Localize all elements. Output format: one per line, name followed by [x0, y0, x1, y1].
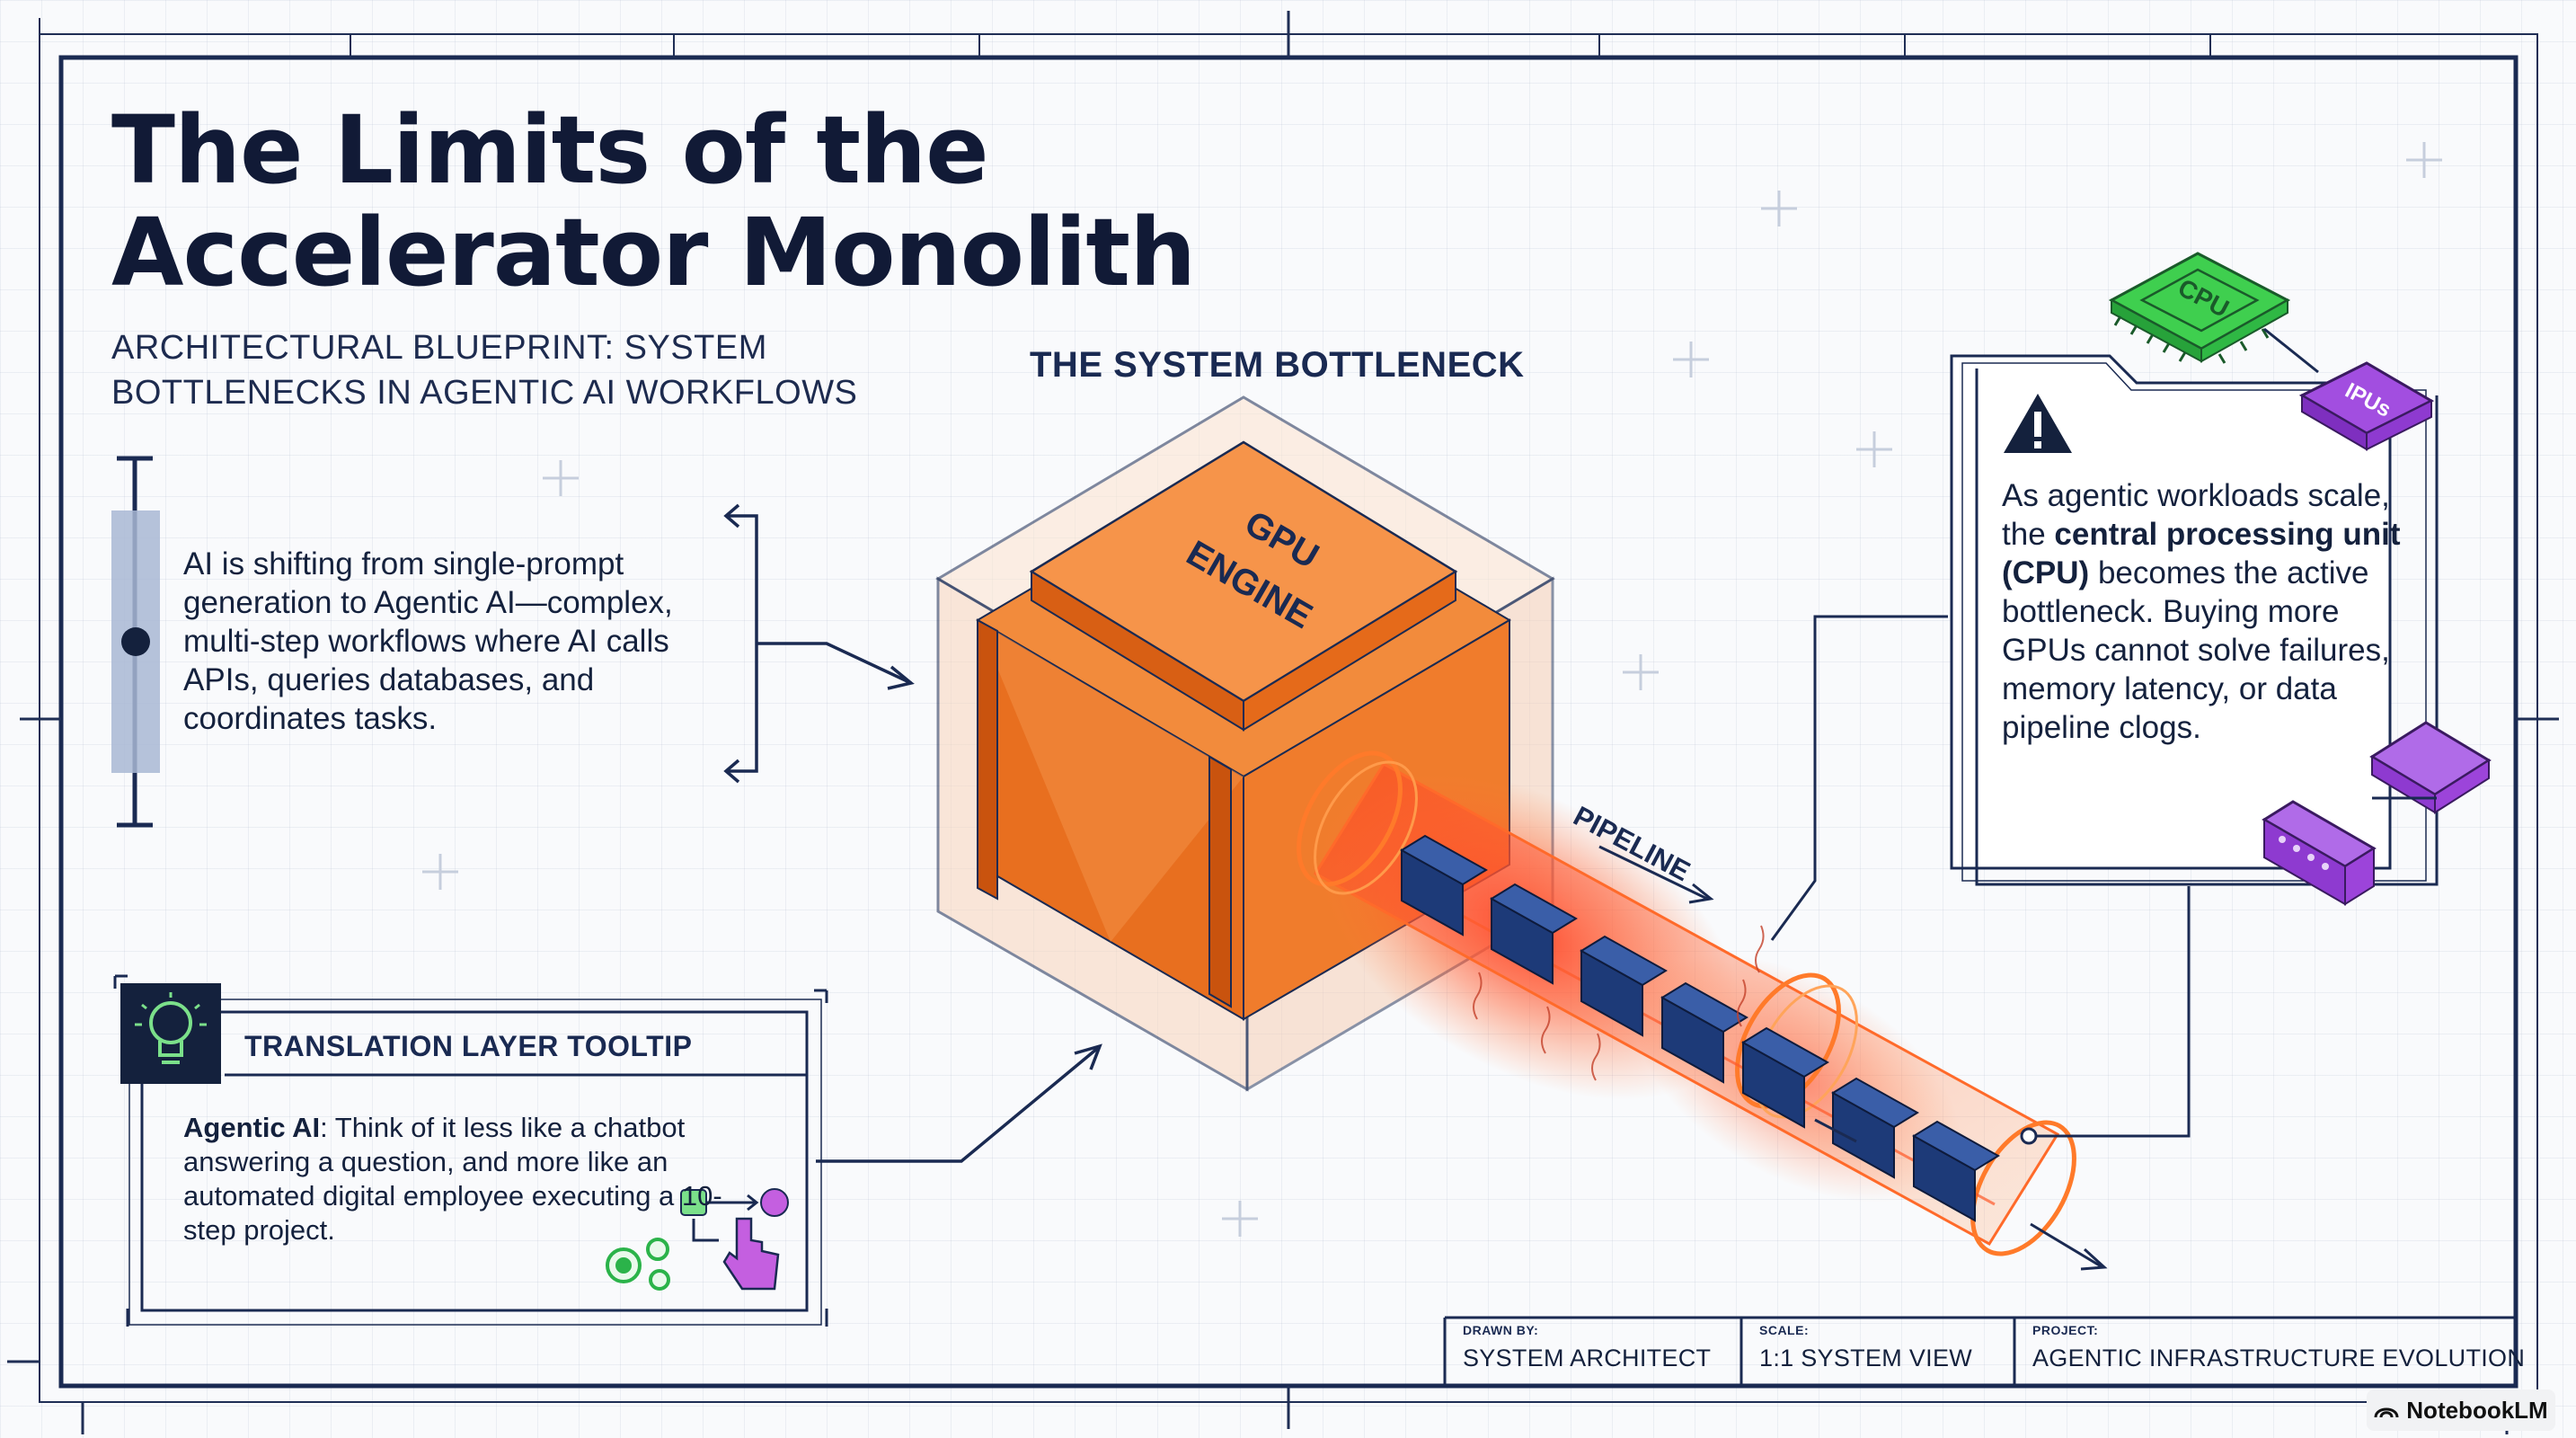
warning-text: As agentic workloads scale, the central …: [2002, 476, 2424, 747]
tooltip-term: Agentic AI: [183, 1112, 321, 1143]
title-block-drawn-by: DRAWN BY: SYSTEM ARCHITECT: [1445, 1318, 1741, 1384]
tooltip-title: TRANSLATION LAYER TOOLTIP: [244, 1030, 693, 1062]
page-title: The Limits of the Accelerator Monolith: [111, 99, 1196, 307]
title-line-1: The Limits of the: [111, 95, 989, 205]
tooltip-definition: : Think of it less like a chatbot answer…: [183, 1112, 722, 1246]
title-block-scale: SCALE: 1:1 SYSTEM VIEW: [1741, 1318, 2014, 1384]
subtitle-line-1: ARCHITECTURAL BLUEPRINT: SYSTEM: [111, 329, 767, 367]
notebooklm-label: NotebookLM: [2406, 1396, 2548, 1424]
bottleneck-label: THE SYSTEM BOTTLENECK: [1030, 345, 1525, 385]
warning-text-end: becomes the active bottleneck. Buying mo…: [2002, 555, 2390, 745]
scale-label: SCALE:: [1759, 1323, 1810, 1337]
network-switch-icon: [2262, 721, 2492, 906]
gpu-cube: [935, 395, 1555, 1092]
notebooklm-badge[interactable]: NotebookLM: [2367, 1389, 2555, 1431]
scale-value: 1:1 SYSTEM VIEW: [1759, 1345, 1973, 1371]
intro-marker-dot: [121, 627, 150, 656]
page-subtitle: ARCHITECTURAL BLUEPRINT: SYSTEM BOTTLENE…: [111, 325, 902, 415]
intro-paragraph: AI is shifting from single-prompt genera…: [183, 546, 673, 736]
cursor-hand-icon: [680, 1188, 789, 1291]
title-line-2: Accelerator Monolith: [111, 198, 1196, 307]
drawn-by-label: DRAWN BY:: [1463, 1323, 1539, 1337]
data-blocks: [1400, 834, 2000, 1222]
gear-icon: [606, 1238, 670, 1291]
warning-icon: [2004, 394, 2072, 453]
notebooklm-icon: [2374, 1407, 2399, 1418]
warning-text-start: As agentic workloads scale, the: [2002, 478, 2390, 552]
drawn-by-value: SYSTEM ARCHITECT: [1463, 1345, 1712, 1371]
title-block-project: PROJECT: AGENTIC INFRASTRUCTURE EVOLUTIO…: [2014, 1318, 2525, 1384]
warning-text-emphasis: central processing unit (CPU): [2002, 517, 2401, 590]
ipu-chip-icon: IPUs: [2298, 361, 2435, 451]
project-value: AGENTIC INFRASTRUCTURE EVOLUTION: [2032, 1345, 2526, 1371]
cpu-chip-icon: CPU: [2108, 252, 2291, 364]
lightbulb-icon: [120, 983, 221, 1084]
subtitle-line-2: BOTTLENECKS IN AGENTIC AI WORKFLOWS: [111, 374, 858, 412]
tooltip-body: Agentic AI: Think of it less like a chat…: [183, 1111, 758, 1247]
project-label: PROJECT:: [2032, 1323, 2099, 1337]
